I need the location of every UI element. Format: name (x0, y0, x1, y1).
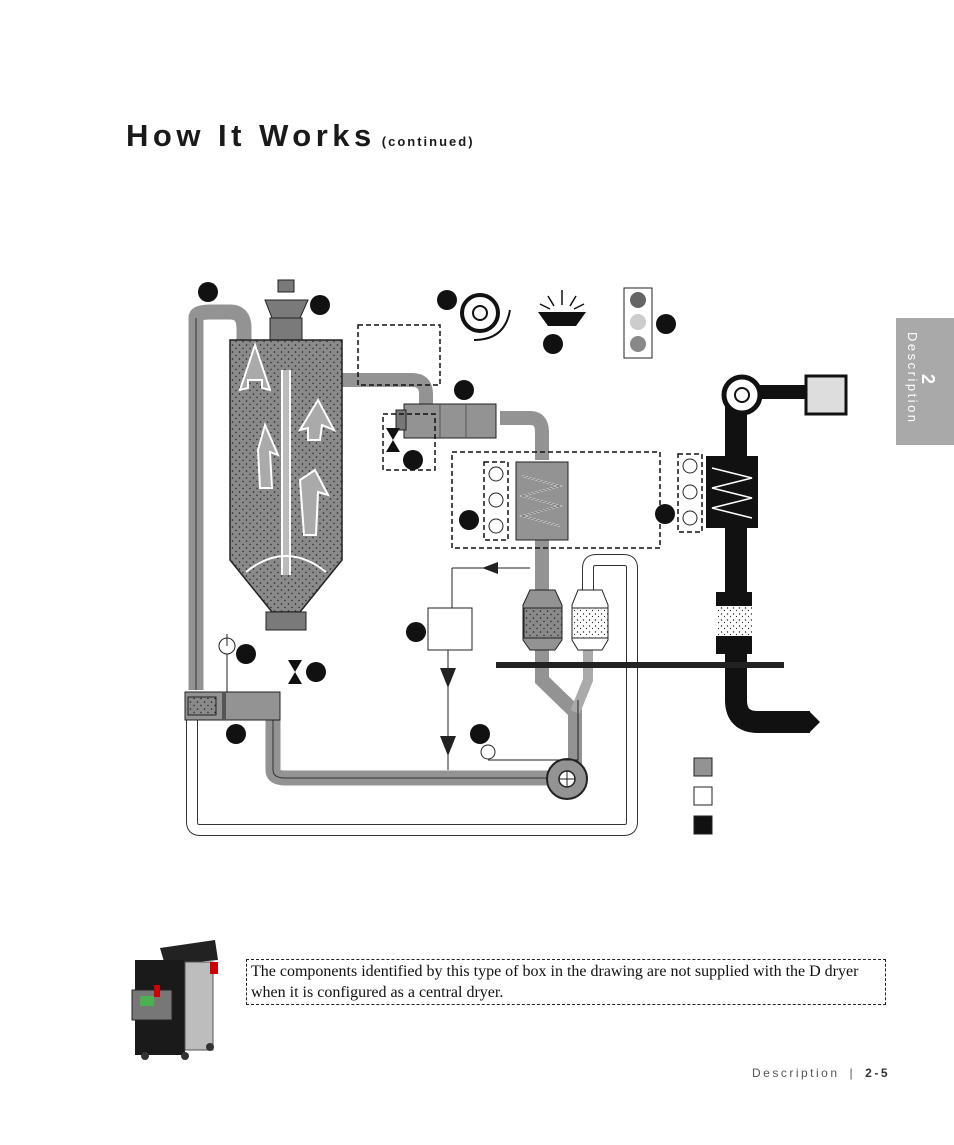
cooling-air-loop (186, 554, 638, 836)
footer-section: Description (752, 1066, 840, 1080)
page-footer: Description | 2-5 (752, 1066, 890, 1080)
note-box: The components identified by this type o… (246, 959, 886, 1005)
regeneration-air-path (496, 374, 848, 733)
desiccant-bed-process (522, 589, 563, 651)
drying-hopper (229, 279, 343, 631)
aftercooler (184, 691, 281, 721)
legend-swatch-gray (693, 757, 713, 777)
callout-markers (198, 282, 676, 744)
legend-swatch-white (693, 786, 713, 806)
footer-separator: | (849, 1066, 856, 1080)
valves (288, 428, 400, 684)
legend (693, 757, 713, 835)
page-subtitle: (continued) (381, 134, 475, 149)
page-title: How It Works (continued) (126, 118, 475, 154)
control-lines (427, 562, 579, 770)
top-symbols (460, 287, 653, 359)
page-title-text: How It Works (126, 118, 376, 153)
legend-swatch-black (693, 815, 713, 835)
section-tab[interactable]: 2 Description (896, 318, 954, 445)
process-blower (546, 758, 588, 800)
dryer-unit-photo (131, 940, 218, 1060)
sensor-indicators (488, 458, 698, 534)
page-number: 2-5 (865, 1066, 890, 1080)
desiccant-bed-cooling (571, 589, 609, 651)
power-icon (218, 634, 236, 692)
return-filter (395, 403, 497, 439)
process-heater (515, 461, 569, 541)
not-supplied-boxes (357, 324, 703, 549)
